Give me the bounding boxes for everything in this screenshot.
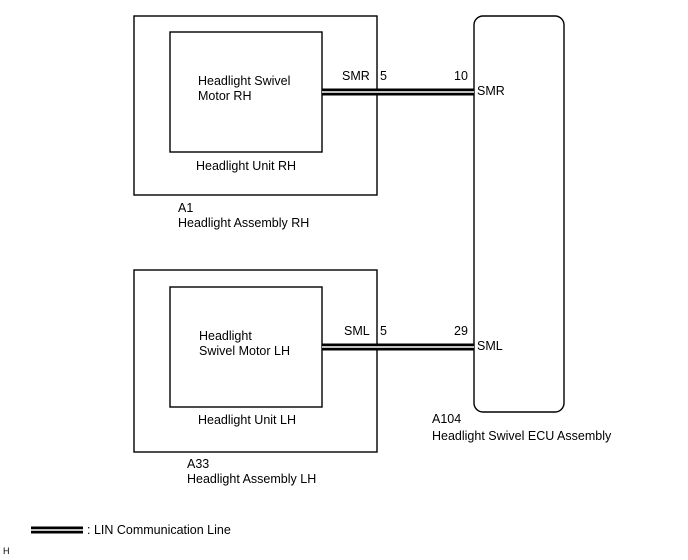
assembly-lh-label: Headlight Assembly LH bbox=[187, 472, 316, 486]
headlight-unit-lh-label: Headlight Unit LH bbox=[198, 413, 296, 427]
ecu-code: A104 bbox=[432, 412, 461, 426]
headlight-swivel-ecu: 10 SMR 29 SML bbox=[454, 15, 565, 413]
legend: : LIN Communication Line bbox=[31, 523, 231, 537]
legend-label: : LIN Communication Line bbox=[87, 523, 231, 537]
assembly-lh-code: A33 bbox=[187, 457, 209, 471]
ecu-label: Headlight Swivel ECU Assembly bbox=[432, 429, 612, 443]
terminal-rh-pin: 5 bbox=[380, 69, 387, 83]
ecu-pin-rh: 10 bbox=[454, 69, 468, 83]
motor-rh-label-line1: Headlight Swivel bbox=[198, 74, 290, 88]
terminal-rh-signal: SMR bbox=[342, 69, 370, 83]
assembly-rh-code: A1 bbox=[178, 201, 193, 215]
motor-lh-label-line2: Swivel Motor LH bbox=[199, 344, 290, 358]
motor-lh-label-line1: Headlight bbox=[199, 329, 252, 343]
headlight-assembly-rh: Headlight Swivel Motor RH Headlight Unit… bbox=[133, 15, 387, 196]
headlight-assembly-lh-outline bbox=[133, 269, 378, 453]
terminal-lh-pin: 5 bbox=[380, 324, 387, 338]
assembly-rh-label: Headlight Assembly RH bbox=[178, 216, 309, 230]
ecu-signal-lh: SML bbox=[477, 339, 503, 353]
footer-mark: H bbox=[3, 546, 10, 556]
headlight-assembly-lh: Headlight Swivel Motor LH Headlight Unit… bbox=[133, 269, 387, 453]
terminal-lh-signal: SML bbox=[344, 324, 370, 338]
ecu-pin-lh: 29 bbox=[454, 324, 468, 338]
motor-rh-label-line2: Motor RH bbox=[198, 89, 251, 103]
ecu-signal-rh: SMR bbox=[477, 84, 505, 98]
headlight-unit-rh-label: Headlight Unit RH bbox=[196, 159, 296, 173]
headlight-swivel-ecu-outline bbox=[473, 15, 565, 413]
headlight-assembly-rh-outline bbox=[133, 15, 378, 196]
